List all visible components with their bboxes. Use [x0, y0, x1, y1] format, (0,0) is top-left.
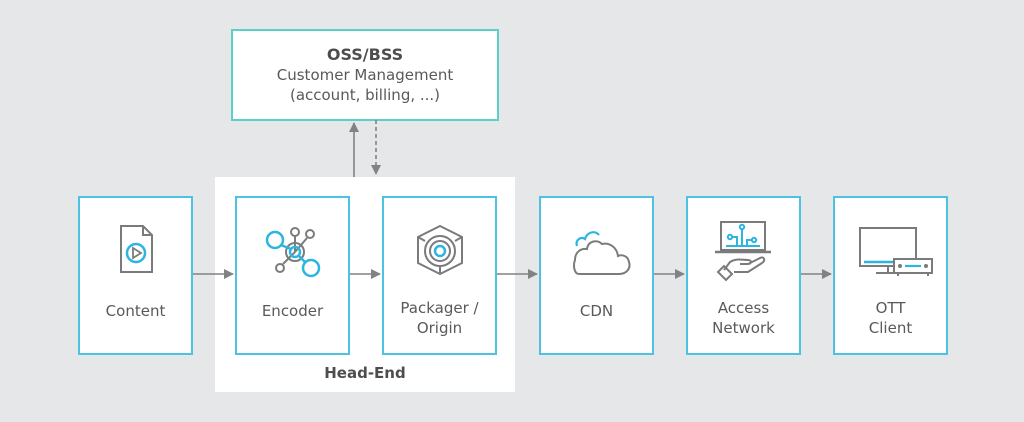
node-label: Encoder: [261, 302, 324, 320]
packager-cube-icon: [416, 224, 463, 276]
node-packager: Packager /Origin: [382, 196, 497, 355]
node-content: Content: [78, 196, 193, 355]
node-label: Content: [105, 302, 166, 320]
video-file-icon: [119, 225, 153, 273]
headend-label: Head-End: [324, 364, 406, 382]
node-label: Packager /Origin: [400, 299, 479, 337]
oss-bss-subtitle: Customer Management: [276, 66, 454, 84]
cloud-icon: [572, 231, 630, 275]
node-encoder: Encoder: [235, 196, 350, 355]
oss-bss-detail: (account, billing, ...): [289, 86, 441, 104]
oss-bss-box: OSS/BSS Customer Management (account, bi…: [231, 29, 499, 121]
tv-settop-icon: [858, 227, 933, 276]
node-cdn: CDN: [539, 196, 654, 355]
oss-bss-title: OSS/BSS: [326, 45, 404, 64]
node-label: CDN: [579, 302, 614, 320]
network-nodes-icon: [265, 227, 320, 278]
hand-laptop-icon: [714, 221, 771, 282]
